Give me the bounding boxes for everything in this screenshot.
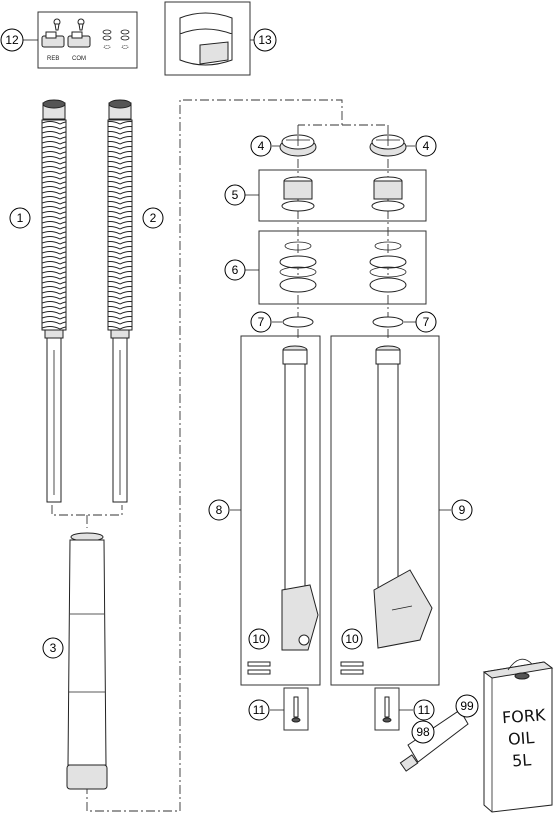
- cartridge-left-part: [41, 99, 67, 503]
- callout-4-right: 4: [415, 135, 437, 157]
- protector-group-box: [164, 1, 251, 76]
- callout-98: 98: [411, 720, 435, 744]
- seal-set-left-part: [279, 241, 317, 293]
- bushing-left-part: [281, 176, 315, 212]
- callout-10-right-label: 10: [345, 632, 359, 646]
- fork-protector-sticker-part: [179, 12, 233, 66]
- oil-can-text-volume: 5L: [511, 750, 531, 770]
- callout-4-left-label: 4: [258, 139, 265, 153]
- o-ring-left-part: [282, 316, 314, 328]
- seal-cap-left-part: [279, 134, 317, 157]
- bushing-right-part: [371, 176, 405, 212]
- callout-7-left-label: 7: [258, 315, 265, 329]
- callout-8: 8: [208, 499, 230, 521]
- callout-4-right-label: 4: [423, 139, 430, 153]
- adjuster-washers: [102, 29, 130, 49]
- callout-99-label: 99: [460, 699, 474, 713]
- callout-2-label: 2: [150, 211, 157, 225]
- fork-oil-can-part: [482, 658, 554, 813]
- callout-98-label: 98: [416, 725, 430, 739]
- callout-7-right: 7: [415, 311, 437, 333]
- outer-tube-left-part: [247, 345, 319, 675]
- callout-1-label: 1: [17, 211, 24, 225]
- bleeder-right-box: [374, 687, 400, 731]
- cartridge-dash-line: [51, 505, 180, 812]
- seal-set-right-part: [369, 241, 407, 293]
- callout-10-left-label: 10: [252, 632, 266, 646]
- bleeder-left-part: [291, 696, 301, 723]
- callout-5-label: 5: [232, 188, 239, 202]
- rebound-adjuster-part: [41, 18, 65, 48]
- seal-group-box: [258, 230, 427, 305]
- callout-5: 5: [224, 184, 246, 206]
- callout-11-right-label: 11: [418, 703, 431, 717]
- outer-tube-left-box: [240, 335, 321, 686]
- callout-10-right: 10: [341, 628, 363, 650]
- callout-3: 3: [42, 637, 64, 659]
- callout-7-left: 7: [250, 311, 272, 333]
- callout-11-right: 11: [413, 699, 435, 721]
- callout-11-left: 11: [248, 699, 270, 721]
- com-label: COM: [72, 56, 86, 62]
- compression-adjuster-part: [67, 18, 91, 48]
- callout-9-label: 9: [459, 503, 466, 517]
- outer-tube-right-part: [340, 345, 433, 675]
- reb-label: REB: [47, 56, 59, 62]
- callout-11-left-label: 11: [253, 703, 266, 717]
- callout-10-left: 10: [248, 628, 270, 650]
- callout-7-right-label: 7: [423, 315, 430, 329]
- callout-6-label: 6: [232, 263, 239, 277]
- bushing-group-box: [258, 169, 427, 222]
- oil-can-text-oil: OIL: [507, 728, 535, 749]
- callout-9: 9: [451, 499, 473, 521]
- inner-tube-part: [66, 532, 108, 790]
- callout-99: 99: [455, 694, 479, 718]
- callout-1: 1: [9, 207, 31, 229]
- callout-13: 13: [253, 28, 277, 52]
- bleeder-right-part: [382, 696, 392, 723]
- seal-cap-right-part: [369, 134, 407, 157]
- bleeder-left-box: [283, 687, 309, 731]
- callout-3-label: 3: [50, 641, 57, 655]
- callout-13-label: 13: [258, 33, 272, 47]
- cartridge-right-part: [107, 99, 133, 503]
- callout-8-label: 8: [216, 503, 223, 517]
- assembly-dash-line: [179, 99, 388, 811]
- callout-4-left: 4: [250, 135, 272, 157]
- grease-tube-part: [399, 709, 469, 772]
- oil-can-text-fork: FORK: [501, 705, 546, 727]
- o-ring-right-part: [372, 316, 404, 328]
- callout-6: 6: [224, 259, 246, 281]
- callout-2: 2: [142, 207, 164, 229]
- outer-tube-right-box: [330, 335, 440, 686]
- callout-12-label: 12: [5, 33, 19, 47]
- callout-12: 12: [0, 28, 24, 52]
